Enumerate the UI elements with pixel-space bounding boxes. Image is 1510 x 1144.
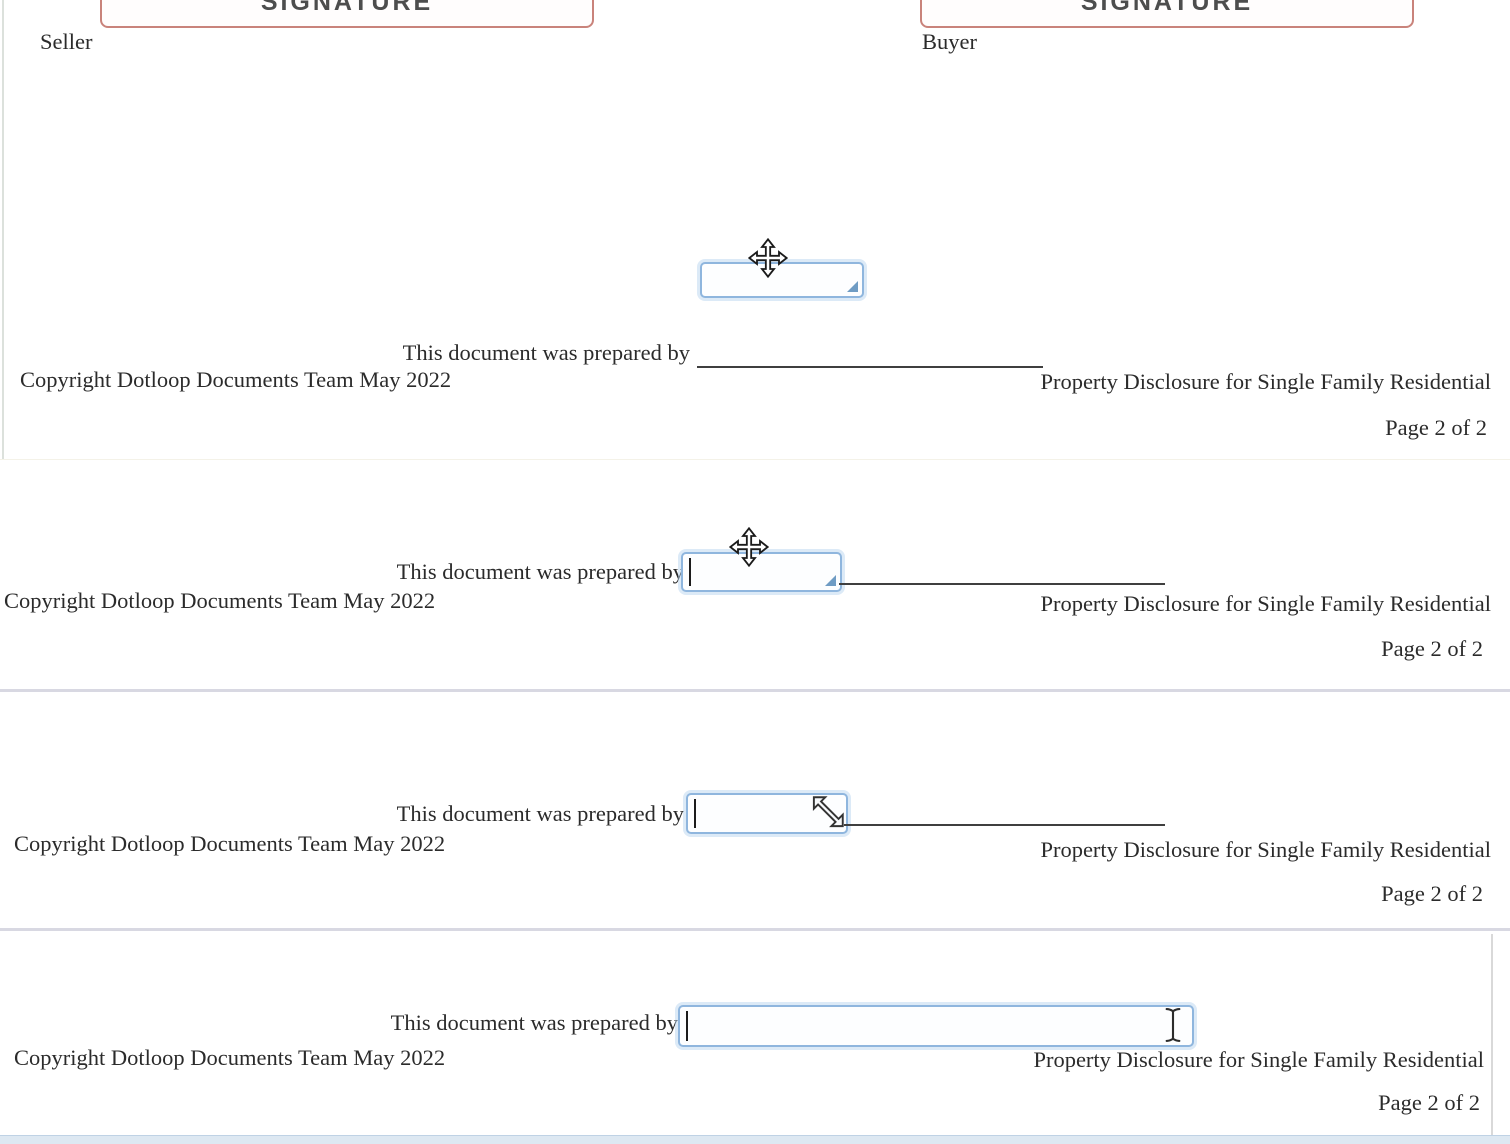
frame-divider bbox=[0, 928, 1510, 931]
copyright-line: Copyright Dotloop Documents Team May 202… bbox=[14, 1045, 446, 1070]
resize-handle-icon[interactable] bbox=[825, 575, 836, 586]
document-title: Property Disclosure for Single Family Re… bbox=[1040, 837, 1491, 862]
text-field[interactable] bbox=[700, 262, 864, 298]
document-title: Property Disclosure for Single Family Re… bbox=[1040, 591, 1491, 616]
prepared-by-label: This document was prepared by bbox=[396, 801, 684, 826]
copyright-line: Copyright Dotloop Documents Team May 202… bbox=[14, 831, 446, 856]
window-bottom-edge bbox=[0, 1135, 1510, 1144]
text-field[interactable] bbox=[678, 1005, 1194, 1047]
document-title: Property Disclosure for Single Family Re… bbox=[1040, 369, 1491, 394]
move-cursor-icon bbox=[747, 237, 789, 283]
signature-placeholder-label: SIGNATURE bbox=[1080, 0, 1254, 16]
copyright-line: Copyright Dotloop Documents Team May 202… bbox=[20, 367, 452, 392]
blank-line bbox=[839, 583, 1165, 585]
copyright-line: Copyright Dotloop Documents Team May 202… bbox=[4, 588, 436, 613]
resize-diagonal-cursor-icon bbox=[806, 792, 848, 839]
page-indicator: Page 2 of 2 bbox=[1378, 1090, 1480, 1115]
resize-handle-icon[interactable] bbox=[847, 281, 858, 292]
prepared-by-label: This document was prepared by bbox=[390, 1010, 678, 1035]
frame-divider bbox=[0, 689, 1510, 692]
text-caret bbox=[694, 799, 696, 828]
text-ibeam-cursor-icon bbox=[1162, 1007, 1184, 1048]
document-title: Property Disclosure for Single Family Re… bbox=[1033, 1047, 1484, 1072]
frame-boundary bbox=[0, 459, 1510, 460]
text-field[interactable] bbox=[681, 552, 842, 592]
page-indicator: Page 2 of 2 bbox=[1381, 881, 1483, 906]
page-indicator: Page 2 of 2 bbox=[1381, 636, 1483, 661]
text-caret bbox=[686, 1011, 688, 1041]
blank-line bbox=[697, 366, 1043, 368]
prepared-by-label: This document was prepared by bbox=[402, 340, 690, 365]
prepared-by-label: This document was prepared by bbox=[396, 559, 684, 584]
blank-line bbox=[844, 824, 1165, 826]
signature-placeholder-label: SIGNATURE bbox=[260, 0, 434, 16]
frame-left-border bbox=[2, 0, 4, 460]
seller-signature-field[interactable]: SIGNATURE bbox=[100, 0, 594, 28]
text-caret bbox=[689, 558, 691, 586]
page-indicator: Page 2 of 2 bbox=[1385, 415, 1487, 440]
buyer-signature-field[interactable]: SIGNATURE bbox=[920, 0, 1414, 28]
buyer-label: Buyer bbox=[922, 29, 977, 54]
move-cursor-icon bbox=[728, 526, 770, 572]
seller-label: Seller bbox=[40, 29, 93, 54]
frame-right-border bbox=[1491, 934, 1493, 1144]
